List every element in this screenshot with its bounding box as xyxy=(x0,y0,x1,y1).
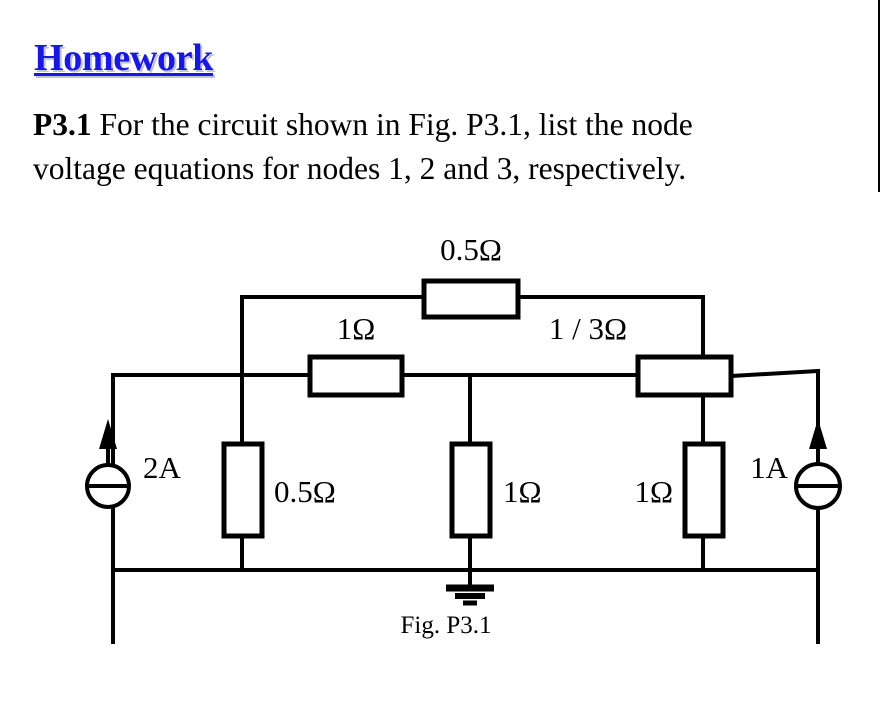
current-source-left-arrow-head xyxy=(99,419,117,449)
current-source-left xyxy=(85,419,131,509)
label-resistor-node3: 1Ω xyxy=(634,474,673,509)
wire-r2-to-rightrail xyxy=(728,368,821,379)
label-resistor-top: 0.5Ω xyxy=(440,232,502,267)
label-resistor-mid-left: 1Ω xyxy=(337,311,376,346)
resistor-mid-right-body xyxy=(635,354,734,398)
resistor-top-body xyxy=(421,278,521,320)
current-source-right-arrow-head xyxy=(809,419,827,449)
figure-caption: Fig. P3.1 xyxy=(400,612,492,639)
current-source-right xyxy=(794,419,842,510)
resistor-node1-body xyxy=(221,441,265,539)
slide-right-border xyxy=(878,0,880,192)
circuit-figure: 0.5Ω 1Ω 1 / 3Ω 0.5Ω 1Ω 1Ω 2A 1A xyxy=(0,205,892,665)
label-resistor-mid-right: 1 / 3Ω xyxy=(549,311,627,346)
page-title: Homework xyxy=(34,37,214,79)
problem-statement: P3.1 For the circuit shown in Fig. P3.1,… xyxy=(33,103,878,191)
problem-number: P3.1 xyxy=(33,107,92,142)
problem-line-1: For the circuit shown in Fig. P3.1, list… xyxy=(91,107,693,142)
ground-symbol xyxy=(446,584,494,606)
label-resistor-node1: 0.5Ω xyxy=(274,474,336,509)
label-resistor-node2: 1Ω xyxy=(503,474,542,509)
problem-line-2: voltage equations for nodes 1, 2 and 3, … xyxy=(33,151,687,186)
label-source-left: 2A xyxy=(143,450,182,485)
label-source-right: 1A xyxy=(750,450,789,485)
resistor-mid-left-body xyxy=(307,354,405,398)
resistor-node2-body xyxy=(449,441,493,539)
circuit-diagram: 0.5Ω 1Ω 1 / 3Ω 0.5Ω 1Ω 1Ω 2A 1A xyxy=(85,232,842,644)
resistor-node3-body xyxy=(682,441,726,539)
